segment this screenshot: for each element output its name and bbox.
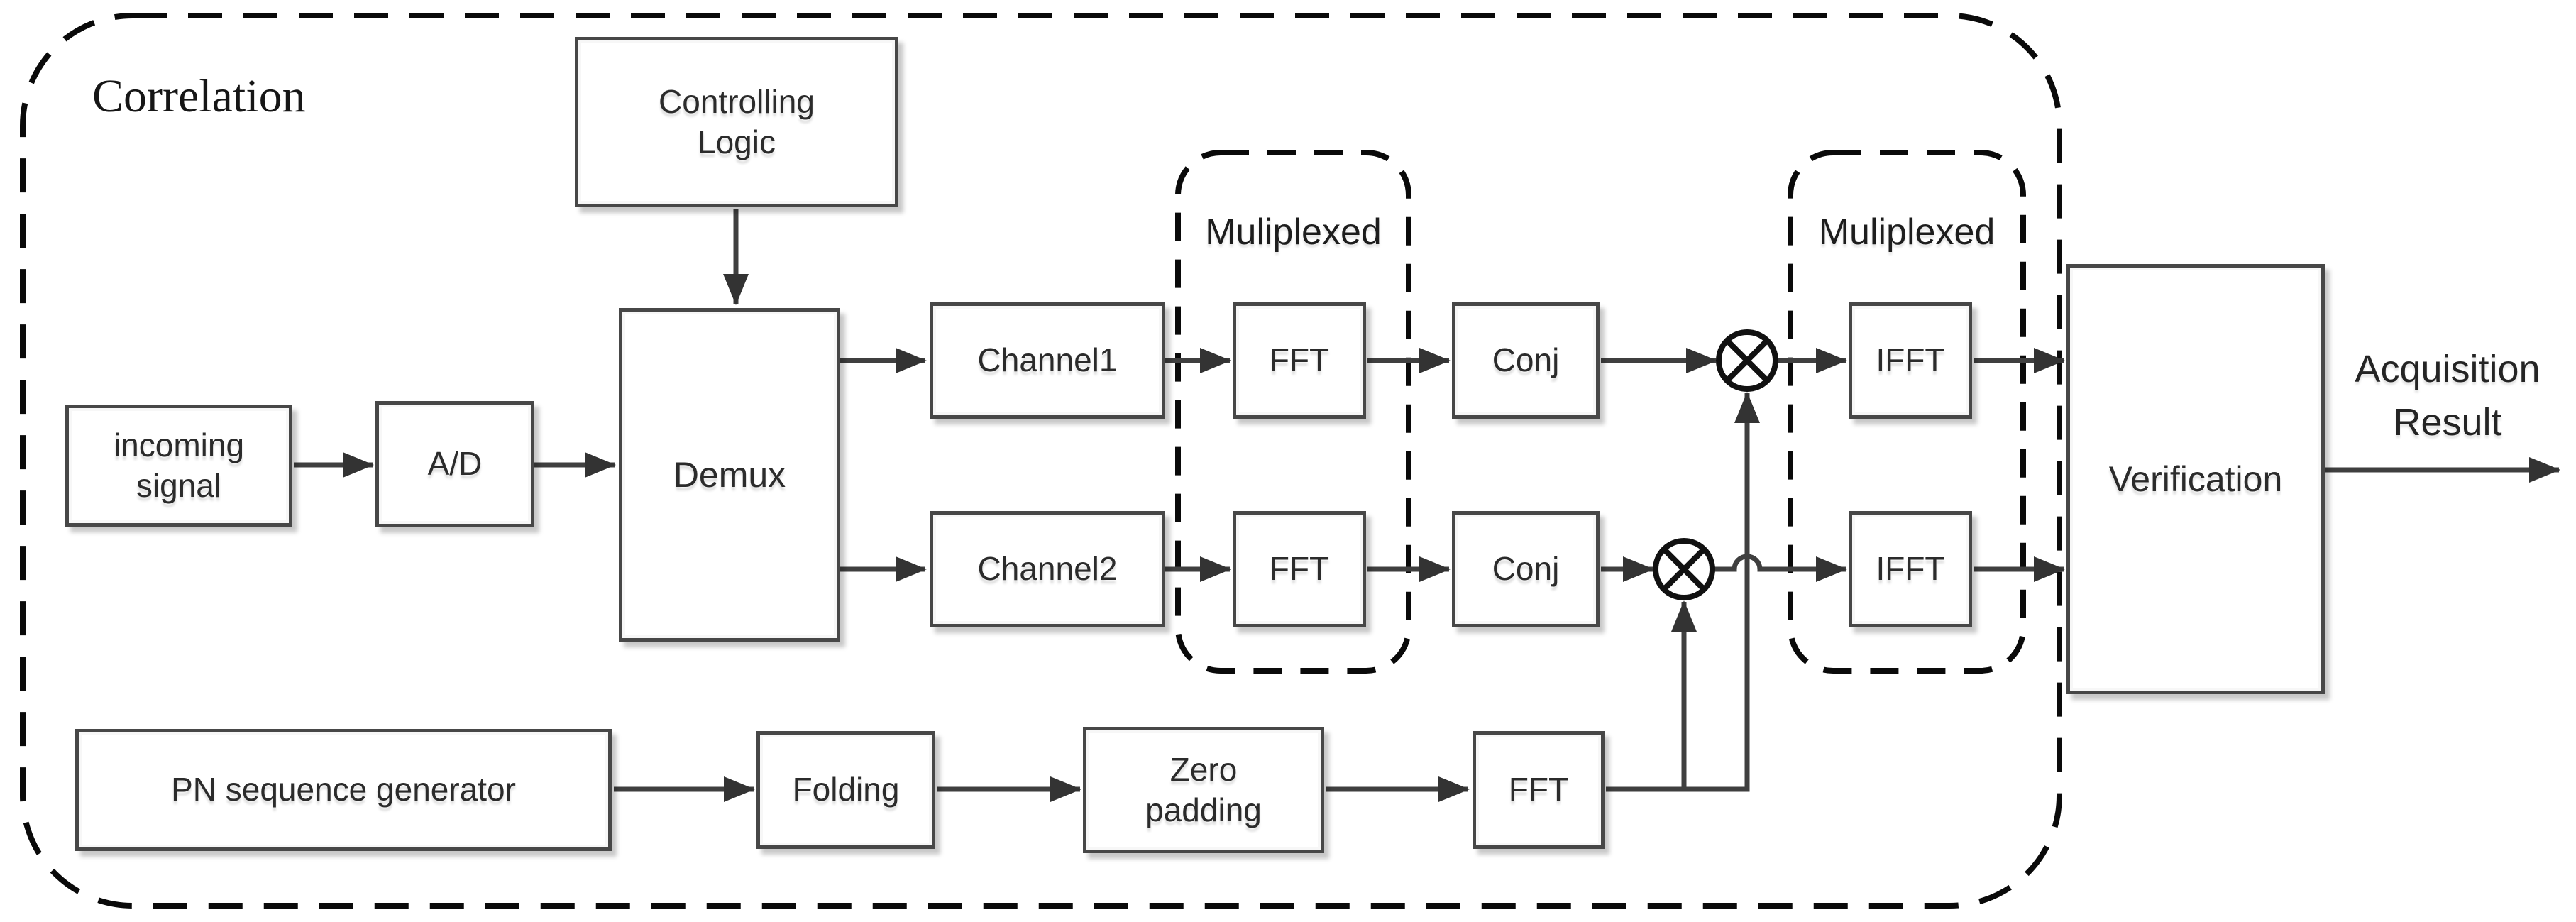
block-ifft-channel2: IFFT (1849, 511, 1972, 627)
block-fft-pn: FFT (1473, 731, 1605, 849)
multiplexed-fft-group-label-text: Muliplexed (1205, 212, 1382, 253)
multiplexed-fft-group-label: Muliplexed (1178, 207, 1409, 257)
block-incoming-signal-label: incoming signal (113, 426, 245, 505)
block-channel1: Channel1 (930, 302, 1165, 419)
arrow-multiplier-bottom-to-ifft2-with-hop (1714, 554, 1847, 582)
correlation-group-label: Correlation (92, 68, 447, 125)
arrow-pnfft-to-multiplier-top (1606, 392, 1760, 792)
correlation-group-border (20, 13, 2062, 909)
block-conj-channel2: Conj (1452, 511, 1600, 627)
block-conj-channel1-label: Conj (1492, 341, 1560, 379)
block-ad-converter: A/D (375, 401, 534, 527)
block-ifft-channel1: IFFT (1849, 302, 1972, 419)
block-conj-channel1: Conj (1452, 302, 1600, 419)
block-channel2-label: Channel2 (977, 550, 1118, 588)
block-conj-channel2-label: Conj (1492, 550, 1560, 588)
block-channel1-label: Channel1 (977, 341, 1118, 379)
block-pn-sequence-generator: PN sequence generator (75, 729, 612, 851)
block-ad-converter-label: A/D (427, 445, 483, 483)
correlation-group-label-text: Correlation (92, 70, 306, 122)
multiplexed-ifft-group-label-text: Muliplexed (1818, 212, 1996, 253)
block-controlling-logic: Controlling Logic (575, 37, 898, 207)
multiplier-bottom-icon (1653, 538, 1715, 600)
block-fft-channel2: FFT (1233, 511, 1366, 627)
multiplexed-ifft-group-border (1788, 150, 2026, 674)
block-incoming-signal: incoming signal (65, 405, 292, 527)
block-fft-pn-label: FFT (1508, 771, 1569, 808)
block-demux: Demux (619, 308, 840, 642)
block-ifft-channel1-label: IFFT (1876, 341, 1945, 379)
block-folding-label: Folding (792, 771, 900, 808)
block-channel2: Channel2 (930, 511, 1165, 627)
block-controlling-logic-label: Controlling Logic (659, 82, 815, 161)
acquisition-result-label-text: Acquisition Result (2355, 348, 2541, 444)
multiplier-top-icon (1716, 329, 1778, 392)
block-fft-channel2-label: FFT (1269, 550, 1330, 588)
block-zero-padding: Zero padding (1083, 727, 1324, 853)
acquisition-result-label: Acquisition Result (2325, 339, 2570, 453)
block-folding: Folding (756, 731, 935, 849)
block-verification: Verification (2066, 264, 2325, 694)
multiplexed-fft-group-border (1175, 150, 1411, 674)
block-verification-label: Verification (2108, 459, 2283, 499)
block-pn-sequence-generator-label: PN sequence generator (171, 771, 516, 808)
block-fft-channel1-label: FFT (1269, 341, 1330, 379)
block-fft-channel1: FFT (1233, 302, 1366, 419)
multiplexed-ifft-group-label: Muliplexed (1790, 207, 2023, 257)
block-zero-padding-label: Zero padding (1145, 750, 1262, 829)
block-ifft-channel2-label: IFFT (1876, 550, 1945, 588)
block-demux-label: Demux (673, 454, 786, 495)
